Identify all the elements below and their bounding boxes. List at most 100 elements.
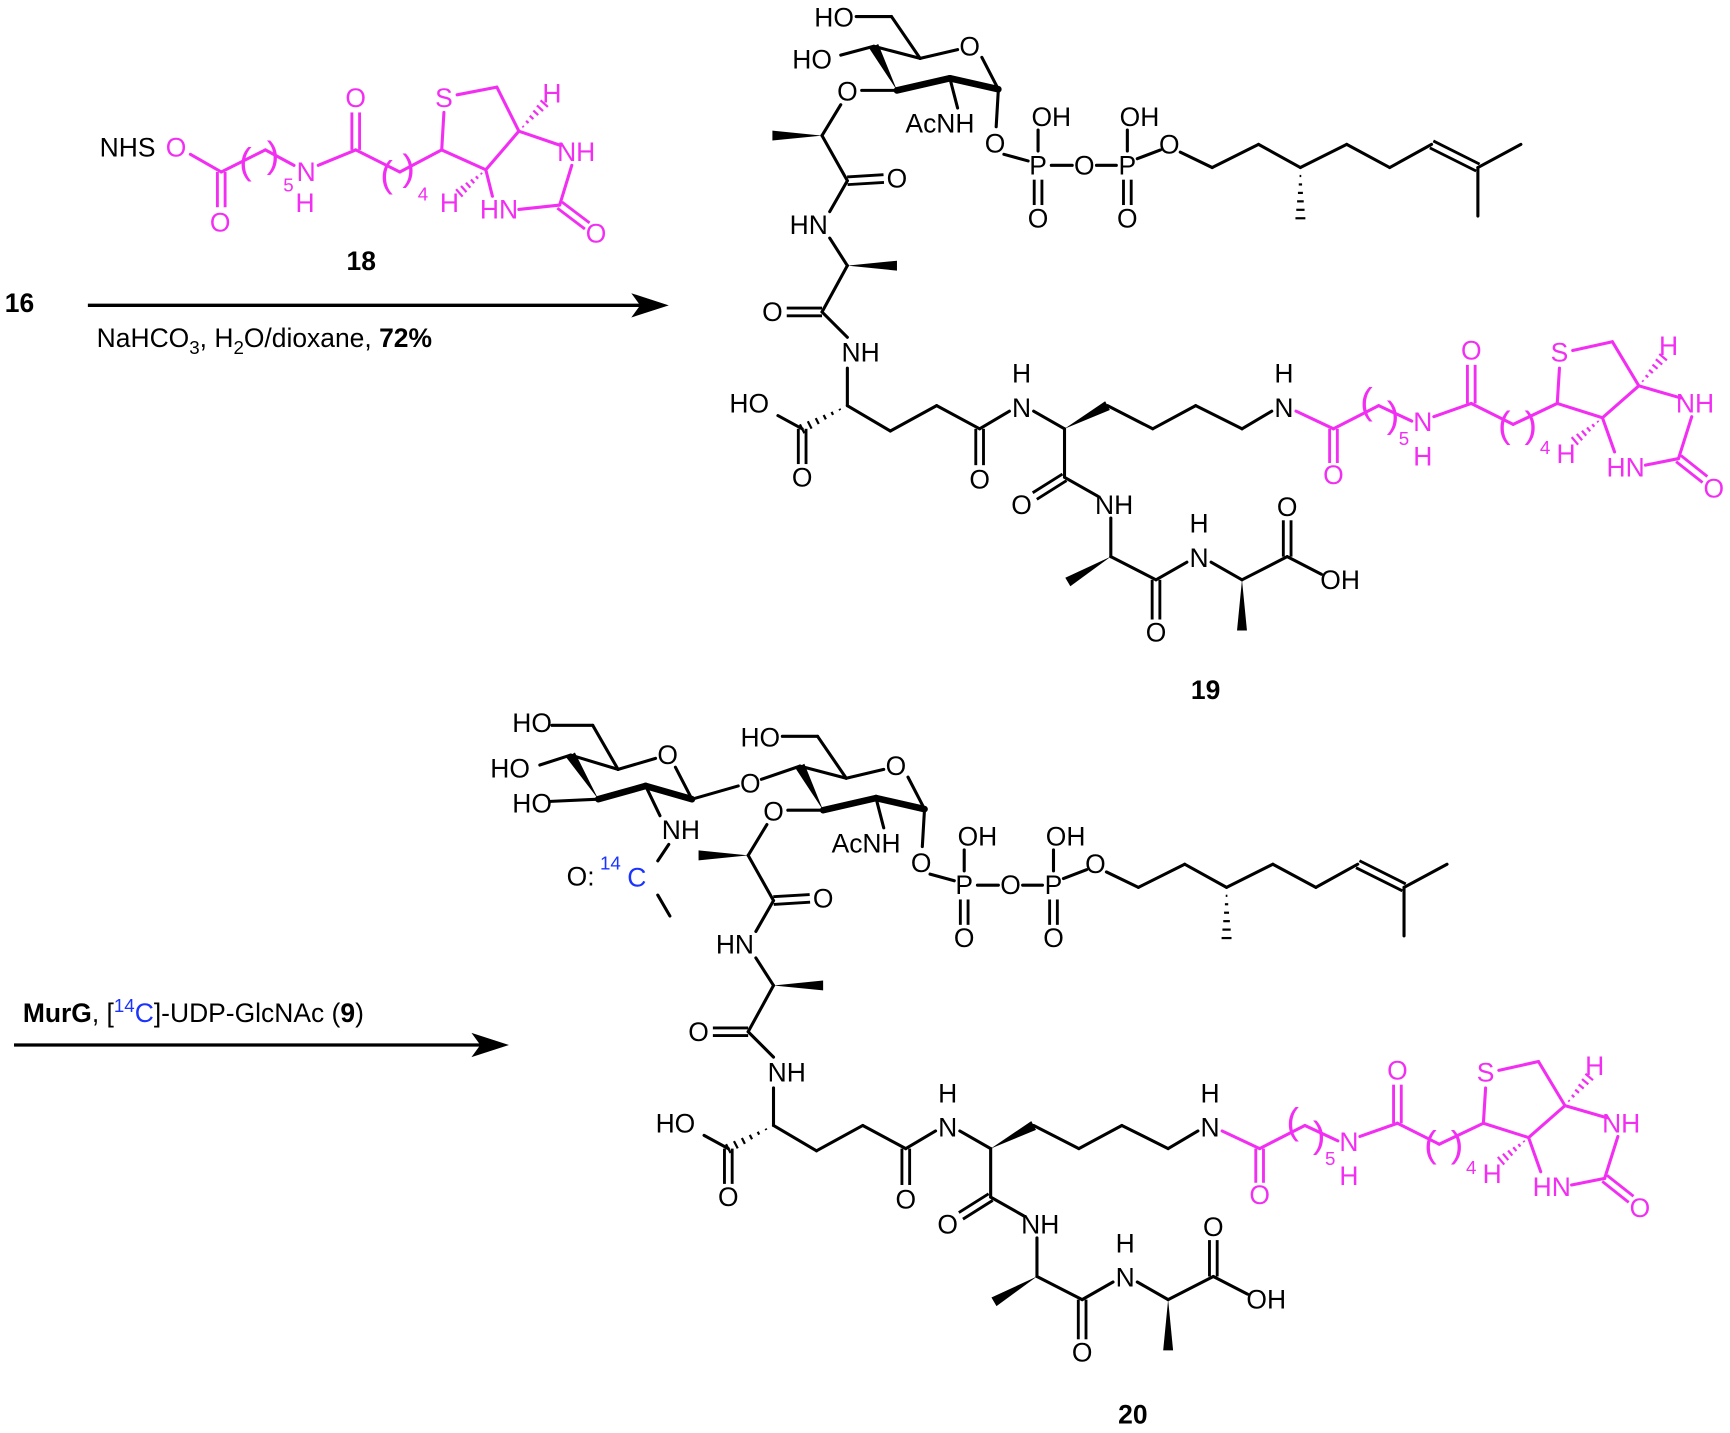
c19-atom-label: S <box>1551 338 1569 368</box>
bond <box>1527 1104 1567 1140</box>
bond <box>746 853 776 903</box>
c18-atom-label: ( <box>239 140 252 182</box>
c19-atom-label: HO <box>792 45 832 75</box>
hash-line <box>465 181 472 189</box>
c20-glcnac-atom-label: HO <box>490 753 530 783</box>
hash-line <box>838 408 842 411</box>
bond <box>642 782 696 803</box>
compound-16-label: 16 <box>5 288 34 318</box>
hash-bond <box>1641 353 1668 383</box>
c20-atom-label: O <box>1249 1180 1270 1210</box>
c20-glcnac-atom-label: O <box>657 740 678 770</box>
wedge-bond <box>1237 579 1247 631</box>
isotope-carbon-label: C <box>627 862 646 892</box>
c20-atom-label: NH <box>1021 1210 1059 1240</box>
bond <box>1035 1274 1084 1302</box>
c18-atom-label: S <box>435 83 453 113</box>
compound-19-label: 19 <box>1191 675 1220 705</box>
c19-atom-label: NH <box>1095 490 1133 520</box>
bond <box>1209 560 1244 582</box>
hash-line <box>756 1131 761 1136</box>
c19-atom-label: 5 <box>1399 428 1409 449</box>
c20-atom-label: H <box>1116 1228 1135 1258</box>
c18-atom-label: O <box>210 208 231 238</box>
double-bond <box>1355 866 1403 893</box>
hash-line <box>1517 1143 1522 1148</box>
c20-atom-label: H <box>1483 1159 1502 1189</box>
c19-atom-label: ) <box>1525 403 1537 445</box>
bond <box>1285 555 1323 576</box>
double-bond <box>1031 472 1064 494</box>
bond <box>776 414 804 431</box>
bond <box>1476 142 1523 170</box>
c18-atom-label: O <box>166 133 187 163</box>
double-bond <box>773 900 811 906</box>
wedge-bond <box>698 850 749 861</box>
bond <box>872 794 928 813</box>
bond <box>1105 404 1155 431</box>
c19-atom-label: O <box>1074 150 1095 180</box>
bond <box>816 734 848 780</box>
bond <box>673 765 694 801</box>
c19-atom-label: H <box>1012 359 1031 389</box>
c19-atom-label: N <box>1012 393 1031 423</box>
bond <box>1395 1121 1441 1146</box>
bond <box>398 148 444 174</box>
bond <box>1555 366 1561 405</box>
c19-atom-label: O <box>1146 618 1167 648</box>
bond <box>1298 142 1349 170</box>
c19-atom-label: O <box>1028 203 1049 233</box>
bond <box>188 152 223 174</box>
c18-atom-label: 4 <box>418 184 428 205</box>
wedge-bond <box>1163 1299 1174 1351</box>
bond <box>1676 415 1694 461</box>
bond <box>759 764 802 781</box>
hash-line <box>1591 423 1596 428</box>
hash-line <box>1502 1152 1510 1161</box>
bond <box>1120 1123 1170 1151</box>
bond <box>1151 404 1198 431</box>
c19-atom-label: O <box>1117 203 1138 233</box>
c20-atom-label: ( <box>1286 1100 1299 1142</box>
bond <box>889 14 922 60</box>
c20-atom-label: O <box>1203 1212 1224 1242</box>
bond <box>591 723 620 771</box>
bond <box>517 129 563 148</box>
bond <box>928 872 956 883</box>
reaction-arrow-2 <box>14 1032 509 1058</box>
c19-atom-label: O <box>1323 460 1344 490</box>
bond <box>746 983 776 1034</box>
double-bond <box>847 173 884 179</box>
bond <box>820 134 849 183</box>
c20-atom-label: ) <box>1451 1123 1463 1165</box>
bond <box>1032 409 1067 431</box>
c19-atom-label: P <box>1029 150 1047 180</box>
hash-line <box>748 1134 754 1140</box>
c20-atom-label: O <box>937 1210 958 1240</box>
bond <box>839 44 876 57</box>
wedge-bond <box>795 763 824 811</box>
bond <box>538 753 573 767</box>
hash-line <box>536 104 544 112</box>
c19-atom-label: ) <box>1387 393 1399 435</box>
bond <box>1220 1129 1262 1151</box>
bond <box>495 85 521 133</box>
hash-line <box>1651 363 1659 370</box>
c19-atom-label: HO <box>814 3 854 33</box>
bond <box>845 404 892 433</box>
c20-atom-label: O <box>954 923 975 953</box>
hash-line <box>740 1137 746 1145</box>
bond <box>946 74 1002 93</box>
bond <box>1314 862 1360 889</box>
bond <box>1210 142 1261 170</box>
double-bond <box>1601 1180 1630 1204</box>
c19-atom-label: P <box>1119 150 1137 180</box>
c20-atom-label: H <box>1339 1161 1358 1191</box>
hash-line <box>525 120 530 124</box>
bond <box>594 782 649 803</box>
bond <box>1104 870 1140 889</box>
hash-line <box>1496 1156 1506 1166</box>
bond <box>354 148 402 174</box>
